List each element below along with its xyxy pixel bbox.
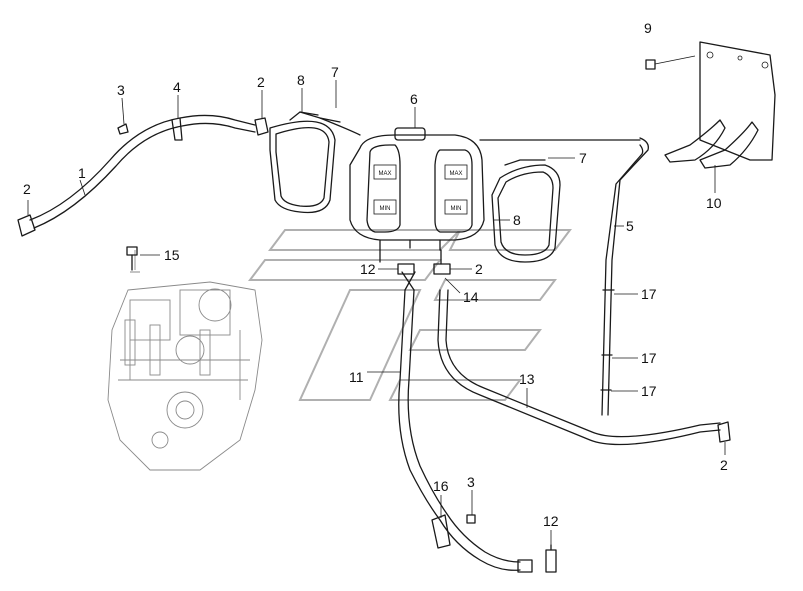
label-part-3b: 3 bbox=[467, 474, 475, 490]
label-part-12a: 12 bbox=[360, 261, 376, 277]
hose-1 bbox=[17, 114, 269, 237]
label-part-2d: 2 bbox=[720, 457, 728, 473]
label-part-7b: 7 bbox=[579, 150, 587, 166]
label-part-16: 16 bbox=[433, 478, 449, 494]
label-part-4: 4 bbox=[173, 79, 181, 95]
loop-hose-8-right bbox=[491, 159, 561, 263]
label-part-15: 15 bbox=[164, 247, 180, 263]
label-part-14: 14 bbox=[463, 289, 479, 305]
bolt-9 bbox=[645, 55, 696, 70]
callout-labels: 1 2 3 4 2 8 7 6 9 7 8 10 5 15 12 2 14 17… bbox=[23, 20, 728, 529]
hose-11 bbox=[398, 271, 533, 573]
tank-max-left: MAX bbox=[378, 171, 391, 177]
label-part-6: 6 bbox=[410, 91, 418, 107]
label-part-5: 5 bbox=[626, 218, 634, 234]
label-part-3a: 3 bbox=[117, 82, 125, 98]
tank-min-right: MIN bbox=[451, 206, 462, 212]
label-part-8b: 8 bbox=[513, 212, 521, 228]
bracket-10 bbox=[664, 41, 776, 169]
watermark-logo bbox=[248, 229, 572, 401]
tank-min-left: MIN bbox=[380, 206, 391, 212]
tank-max-right: MAX bbox=[449, 171, 462, 177]
label-part-2b: 2 bbox=[257, 74, 265, 90]
label-part-13: 13 bbox=[519, 371, 535, 387]
label-part-2c: 2 bbox=[475, 261, 483, 277]
label-part-12b: 12 bbox=[543, 513, 559, 529]
engine-block bbox=[107, 250, 263, 471]
label-part-9: 9 bbox=[644, 20, 652, 36]
expansion-tank-6: MAX MIN MAX MIN bbox=[349, 127, 485, 251]
label-part-17c: 17 bbox=[641, 383, 657, 399]
label-part-17b: 17 bbox=[641, 350, 657, 366]
label-part-2a: 2 bbox=[23, 181, 31, 197]
label-part-7a: 7 bbox=[331, 64, 339, 80]
label-part-1: 1 bbox=[78, 165, 86, 181]
sensor-12-bottom bbox=[545, 544, 557, 573]
leader-lines bbox=[27, 80, 726, 546]
bolt-15 bbox=[126, 246, 138, 271]
label-part-11: 11 bbox=[349, 369, 364, 385]
label-part-17a: 17 bbox=[641, 286, 657, 302]
bracket-16 bbox=[431, 514, 476, 549]
hose-5 bbox=[479, 137, 649, 416]
hose-13 bbox=[437, 289, 731, 446]
label-part-10: 10 bbox=[706, 195, 722, 211]
label-part-8a: 8 bbox=[297, 72, 305, 88]
loop-hose-8-left bbox=[269, 111, 361, 214]
